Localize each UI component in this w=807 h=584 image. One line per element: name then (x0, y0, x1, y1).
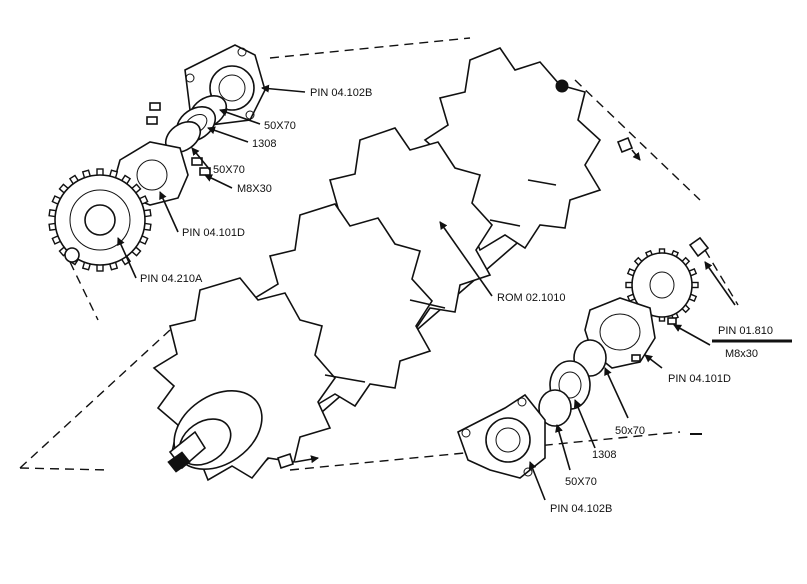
leader-right-bolt (673, 324, 711, 346)
label-rotor: ROM 02.1010 (497, 292, 565, 304)
leader-top-cover (159, 191, 179, 233)
bearing-housing-right-inner (495, 427, 521, 453)
housing-bolt-hole-2 (237, 47, 247, 57)
label-right-seal-outer: 50x70 (615, 425, 645, 437)
label-right-bearing: 1308 (592, 449, 616, 461)
bolt-top-2 (146, 116, 158, 125)
label-right-cover: PIN 04.101D (668, 373, 731, 385)
disc-slot-2 (409, 299, 446, 309)
leader-right-seal-inner (555, 424, 571, 471)
cover-flange-left-bore (136, 159, 168, 191)
leader-right-cover (644, 354, 663, 369)
label-top-bearing: 1308 (252, 138, 276, 150)
bearing-housing-top-inner (218, 74, 246, 102)
bearing-right-race (558, 371, 582, 399)
label-top-seal-outer: 50X70 (264, 120, 296, 132)
leader-rotor (439, 221, 493, 297)
disc-slot-3 (489, 219, 521, 227)
pin-top-right-arrow (631, 149, 641, 161)
label-top-bearing-housing: PIN 04.102B (310, 87, 372, 99)
label-right-sprocket: PIN 01.810 (718, 325, 773, 337)
housing-right-bolt-hole-3 (523, 467, 533, 477)
bolt-top-3 (191, 157, 203, 166)
label-right-bolt: M8x30 (725, 348, 758, 360)
shaft-end-top (555, 79, 569, 93)
leader-right-sprocket (704, 261, 736, 306)
right-exploded-parts (457, 236, 739, 479)
housing-bolt-hole-1 (185, 73, 195, 83)
seal-ring-right-inner (538, 389, 572, 427)
left-axis-dash (69, 261, 99, 321)
right-axis-dash (704, 249, 739, 306)
leader-lines (117, 84, 792, 501)
rotor-assembly (19, 37, 701, 482)
label-top-cover: PIN 04.101D (182, 227, 245, 239)
bolt-right-1 (667, 317, 677, 325)
sprocket-right-key (688, 236, 710, 258)
part-labels: PIN 04.102B 50X70 1308 50X70 M8X30 PIN 0… (140, 87, 773, 515)
pin-bottom-arrow (294, 455, 319, 464)
sprocket-key (64, 247, 80, 263)
leader-right-bearing-housing (528, 461, 546, 501)
leader-top-bearing (207, 126, 249, 143)
cover-flange-right-bore (599, 313, 641, 351)
leader-right-seal-outer (604, 367, 629, 419)
pin-bottom (277, 452, 294, 470)
label-sprocket: PIN 04.210A (140, 273, 203, 285)
bearing-housing-right-bore (485, 417, 531, 463)
label-top-bolt: M8X30 (237, 183, 272, 195)
frame-line-left (19, 329, 171, 469)
housing-bolt-hole-3 (245, 110, 255, 120)
label-right-seal-inner: 50X70 (565, 476, 597, 488)
disc-slot-4 (527, 179, 557, 186)
leader-top-seal-inner (191, 147, 211, 171)
pin-top-right (616, 136, 634, 154)
label-right-bearing-housing: PIN 04.102B (550, 503, 612, 515)
label-top-seal-inner: 50X70 (213, 164, 245, 176)
leader-right-bearing (574, 399, 596, 449)
leader-top-bearing-housing (261, 84, 306, 93)
frame-line-bottom-left (19, 467, 111, 471)
housing-right-bolt-hole-2 (517, 397, 527, 407)
shaft-key (167, 451, 191, 473)
left-exploded-parts (48, 44, 266, 321)
bolt-top-1 (149, 102, 161, 111)
frame-line-top (269, 37, 471, 59)
leader-sprocket (117, 237, 137, 279)
leader-top-seal-outer (219, 108, 261, 125)
disc-slot-1 (324, 374, 366, 383)
leader-top-bolt (204, 174, 233, 189)
bolt-right-2 (631, 354, 641, 362)
housing-right-bolt-hole-1 (461, 428, 471, 438)
